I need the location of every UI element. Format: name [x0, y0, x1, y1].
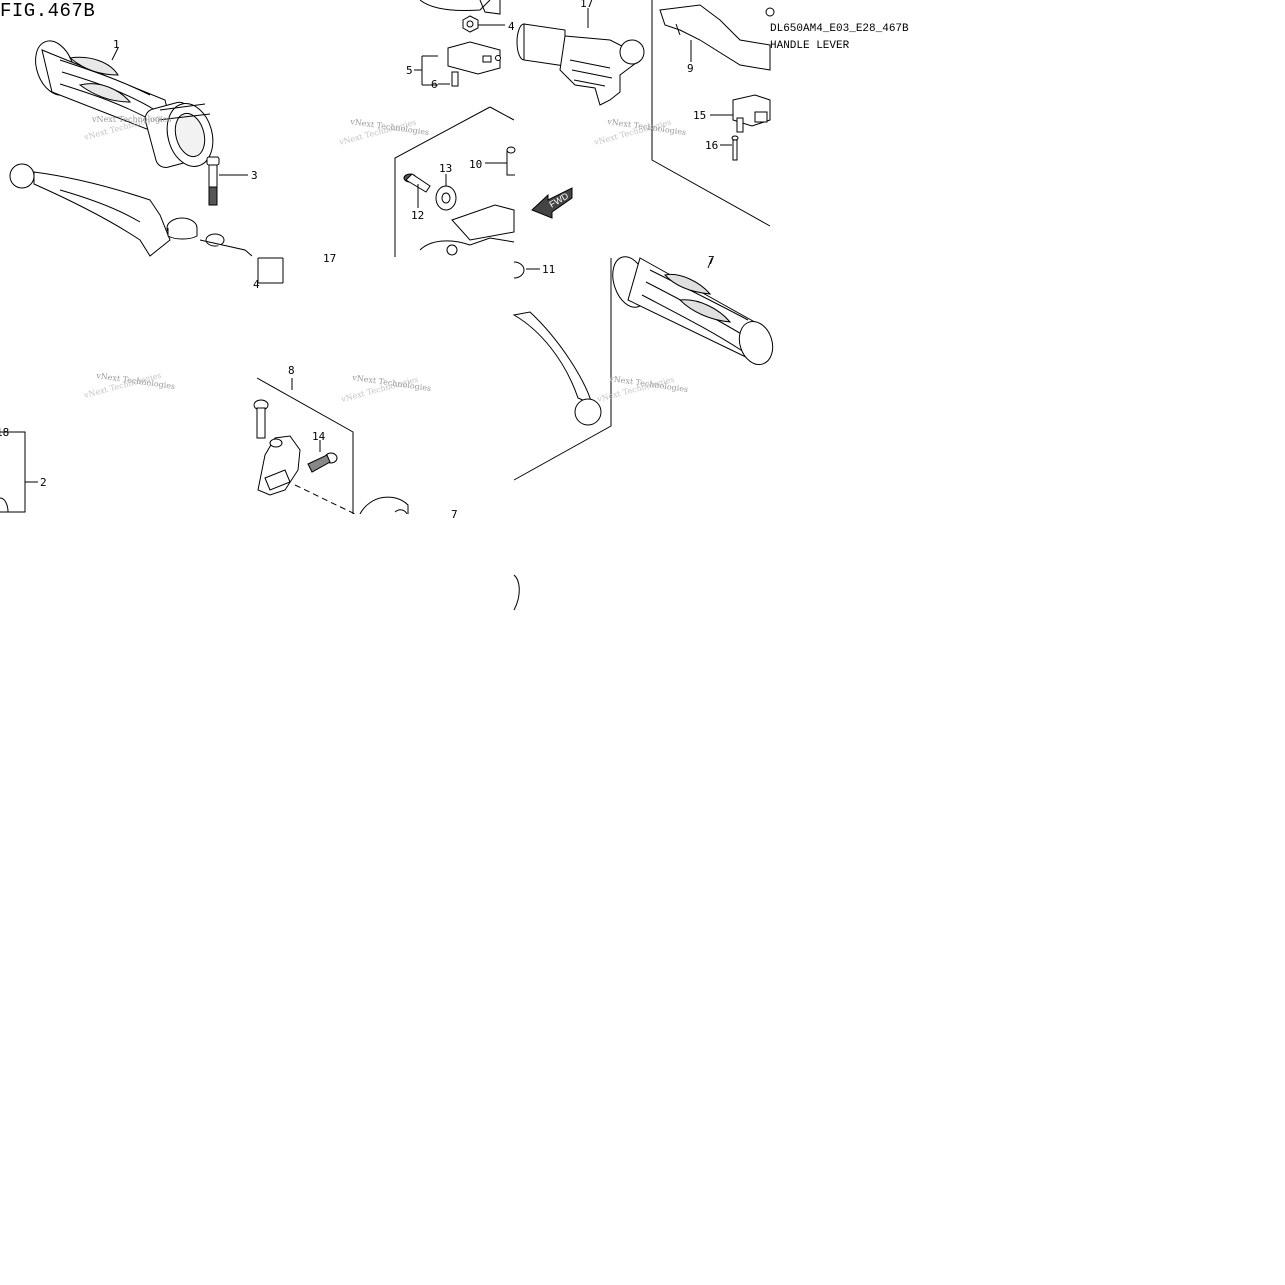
callout-9: 9 — [687, 62, 694, 75]
callout-6: 6 — [431, 78, 438, 91]
tile-bottom-left — [0, 431, 38, 513]
callout-2: 2 — [40, 476, 47, 489]
tile-top-right — [651, 0, 775, 227]
figure-code: DL650AM4_E03_E28_467B — [770, 23, 909, 35]
watermark: vNext Technologies — [91, 115, 171, 124]
tile-bottom-center-right — [512, 252, 778, 611]
bolt[interactable] — [206, 156, 220, 206]
callout-8: 8 — [288, 364, 295, 377]
callout-12: 12 — [411, 209, 424, 222]
clamp-bolt[interactable] — [307, 452, 338, 473]
callout-1: 1 — [113, 38, 120, 51]
callout-17: 17 — [580, 0, 593, 10]
callout-10: 10 — [469, 158, 482, 171]
callout-7: 7 — [708, 254, 715, 267]
callout-17-lower: 17 — [323, 252, 336, 265]
callouts: 1 2 3 4 4 5 6 7 7 8 9 10 11 12 13 14 15 … — [0, 0, 718, 521]
callout-4: 4 — [508, 20, 515, 33]
throttle-grip[interactable] — [29, 36, 220, 172]
clutch-lever-holder[interactable] — [516, 23, 645, 106]
lever-end[interactable] — [512, 311, 602, 426]
callout-15: 15 — [693, 109, 706, 122]
handlebar-grip[interactable] — [607, 252, 778, 369]
tile-top-center-right: FWD — [513, 8, 645, 279]
tile-top-left — [9, 36, 284, 284]
clutch-switch[interactable] — [732, 94, 771, 133]
nut[interactable] — [462, 15, 479, 33]
callout-7-lower: 7 — [451, 508, 458, 521]
callout-4-lower: 4 — [253, 278, 260, 291]
callout-3: 3 — [251, 169, 258, 182]
figure-title: FIG.467B — [0, 0, 96, 22]
screw-small[interactable] — [731, 135, 739, 161]
callout-11: 11 — [542, 263, 555, 276]
figure-code-block: DL650AM4_E03_E28_467B HANDLE LEVER — [770, 21, 909, 55]
brake-light-switch[interactable] — [447, 41, 501, 87]
forward-direction-arrow: FWD — [531, 187, 573, 219]
front-brake-lever[interactable] — [9, 163, 253, 257]
figure-name: HANDLE LEVER — [770, 40, 850, 52]
callout-5: 5 — [406, 64, 413, 77]
callout-16: 16 — [705, 139, 718, 152]
clutch-lever[interactable] — [659, 4, 771, 71]
tile-bottom-center-left — [253, 377, 409, 515]
tile-top-center-left — [394, 0, 516, 257]
callout-13: 13 — [439, 162, 452, 175]
callout-18: 18 — [0, 426, 9, 439]
lever-holder[interactable] — [257, 435, 301, 496]
washer[interactable] — [435, 185, 457, 211]
pivot-bolt[interactable] — [253, 399, 269, 439]
callout-14: 14 — [312, 430, 326, 443]
screw[interactable] — [403, 173, 431, 193]
